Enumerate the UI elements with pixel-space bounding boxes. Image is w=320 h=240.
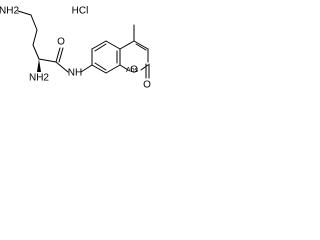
atom-label-amide-nh: NH	[68, 68, 82, 79]
atom-label-lactone-o: O	[130, 65, 138, 76]
coumarin-benzene-ring	[91, 40, 121, 74]
chemical-structure: NH2 NH2 O NH O O HCl Abs	[0, 6, 151, 91]
atom-label-amine-terminal: NH2	[0, 6, 19, 17]
atom-label-amide-o: O	[57, 37, 65, 48]
atom-label-amine-alpha: NH2	[29, 73, 49, 84]
amide-bonds	[55, 47, 93, 73]
lysine-chain-bonds	[17, 10, 57, 63]
alpha-stereo-wedge	[37, 59, 41, 72]
salt-label: HCl	[72, 6, 89, 17]
abs-stereo-badge: Abs	[126, 67, 139, 74]
substituent-bonds	[133, 24, 150, 79]
atom-label-carbonyl-o: O	[143, 80, 151, 91]
pyranone-ring	[119, 40, 149, 71]
